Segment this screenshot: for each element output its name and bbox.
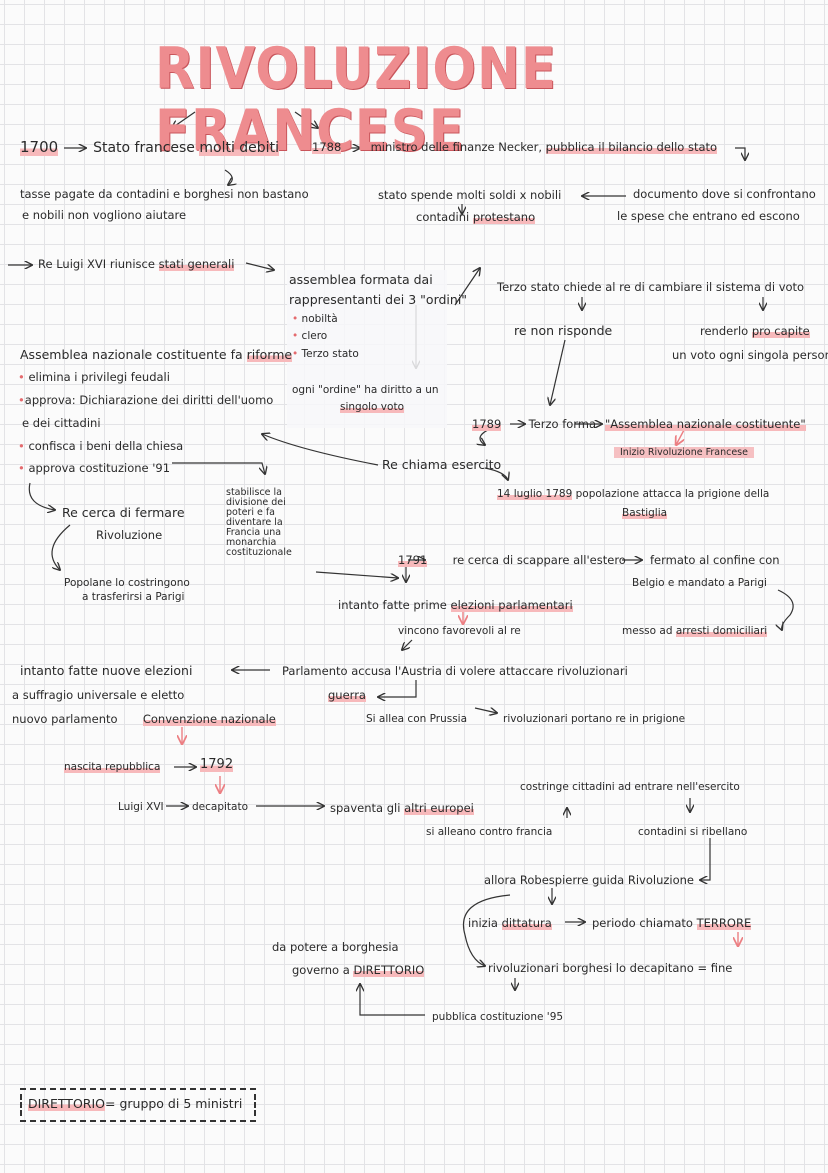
debiti-text: Stato francese <box>93 140 195 156</box>
stabilisce-7: costituzionale <box>226 547 292 558</box>
tasse-line2: e nobili non vogliono aiutare <box>22 208 187 222</box>
terzo-forma-line: 1789 Terzo forma <box>472 417 597 431</box>
renderlo-line: renderlo pro capite <box>700 324 810 338</box>
stabilisce-1: stabilisce la <box>226 487 282 498</box>
luigi-text: Re Luigi XVI riunisce <box>38 257 155 271</box>
riforma-1: • elimina i privilegi feudali <box>18 370 170 384</box>
elezioni-line: intanto fatte prime elezioni parlamentar… <box>338 598 573 612</box>
protestano-highlight: protestano <box>472 210 536 224</box>
contadini-ribellano: contadini si ribellano <box>638 826 748 838</box>
riforma-2: •approva: Dichiarazione dei diritti dell… <box>18 393 274 407</box>
fermare-line2: Rivoluzione <box>96 528 163 542</box>
fermato-line2: Belgio e mandato a Parigi <box>632 577 767 589</box>
prigione-text: rivoluzionari portano re in prigione <box>503 713 686 725</box>
arresti-highlight: arresti domiciliari <box>675 625 768 637</box>
documento-line1: documento dove si confrontano <box>633 187 816 201</box>
elezioni-highlight: elezioni parlamentari <box>450 598 573 612</box>
dittatura-highlight: dittatura <box>501 916 552 930</box>
tasse-line1: tasse pagate da contadini e borghesi non… <box>20 187 309 201</box>
year-1788-line: 1788 ministro delle finanze Necker, pubb… <box>312 140 718 154</box>
popolane-line2: a trasferirsi a Parigi <box>82 591 185 603</box>
nuove-line3: nuovo parlamento Convenzione nazionale <box>12 712 276 726</box>
year-1789: 1789 <box>472 417 502 431</box>
assemblea-line1: assemblea formata dai <box>289 272 433 287</box>
altri-europei-highlight: altri europei <box>404 801 474 815</box>
ordine-terzo: • Terzo stato <box>292 348 359 360</box>
assemblea-nazionale-name: "Assemblea nazionale costituente" <box>605 417 806 431</box>
un-voto-text: un voto ogni singola persona <box>672 348 828 362</box>
potere-borghesia: da potere a borghesia <box>272 940 399 954</box>
decapitano-text: rivoluzionari borghesi lo decapitano = f… <box>488 961 733 975</box>
decapitato-text: decapitato <box>192 801 249 813</box>
stabilisce-6: monarchia <box>226 537 277 548</box>
bastiglia-line1: 14 luglio 1789 popolazione attacca la pr… <box>497 488 770 500</box>
costringe-text: costringe cittadini ad entrare nell'eser… <box>520 781 740 793</box>
year-1791: 1791 <box>398 553 428 567</box>
inizio-rivoluzione-tag: Inizio Rivoluzione Francese <box>614 447 754 458</box>
legend-text: DIRETTORIO= gruppo di 5 ministri <box>28 1096 243 1111</box>
dittatura-line: inizia dittatura <box>468 916 552 930</box>
convenzione-highlight: Convenzione nazionale <box>142 712 276 726</box>
pro-capite-highlight: pro capite <box>751 324 810 338</box>
fermato-line1: fermato al confine con <box>650 553 780 567</box>
vincono-text: vincono favorevoli al re <box>398 625 521 637</box>
popolane-line1: Popolane lo costringono <box>64 577 190 589</box>
nuove-line1: intanto fatte nuove elezioni <box>20 663 193 678</box>
stati-generali-highlight: stati generali <box>158 257 235 271</box>
documento-line2: le spese che entrano ed escono <box>617 209 800 223</box>
periodo-line: periodo chiamato TERRORE <box>592 916 752 930</box>
bastiglia-line2: Bastiglia <box>622 507 668 519</box>
stabilisce-2: divisione dei <box>226 497 286 508</box>
contadini-line: contadini protestano <box>416 210 536 224</box>
stabilisce-5: Francia una <box>226 527 282 538</box>
luigi-line: Re Luigi XVI riunisce stati generali <box>38 257 235 271</box>
prussia-text: Si allea con Prussia <box>366 713 468 725</box>
nascita-repubblica: nascita repubblica <box>64 761 161 773</box>
costituzione-95: pubblica costituzione '95 <box>432 1011 564 1023</box>
necker-highlight: pubblica il bilancio dello stato <box>545 140 718 154</box>
assemblea-riforme-line: Assemblea nazionale costituente fa rifor… <box>20 347 293 362</box>
necker-text: ministro delle finanze Necker, <box>370 140 542 154</box>
fermare-line1: Re cerca di fermare <box>62 505 185 520</box>
re-non-risponde: re non risponde <box>514 323 613 338</box>
contadini-text: contadini <box>416 210 470 224</box>
assemblea-line2: rappresentanti dei 3 "ordini" <box>289 292 468 307</box>
nuove-line2: a suffragio universale e eletto <box>12 688 185 702</box>
year-1700: 1700 <box>20 138 59 156</box>
legend-direttorio: DIRETTORIO <box>28 1096 105 1111</box>
year-1792: 1792 <box>200 757 234 772</box>
ordine-voto-line2: singolo voto <box>340 401 404 413</box>
riforme-highlight: riforme <box>246 347 293 362</box>
date-14-luglio: 14 luglio 1789 <box>497 488 573 500</box>
robespierre-text: allora Robespierre guida Rivoluzione <box>484 873 695 887</box>
riforma-2b: e dei cittadini <box>22 416 101 430</box>
guerra-text: guerra <box>328 688 366 702</box>
ordine-voto-line1: ogni "ordine" ha diritto a un <box>292 384 439 396</box>
year-1788: 1788 <box>312 140 342 154</box>
riforma-4: • approva costituzione '91 <box>18 461 171 475</box>
re-chiama-esercito: Re chiama esercito <box>382 457 502 472</box>
governo-line: governo a DIRETTORIO <box>292 963 425 977</box>
terrore-highlight: TERRORE <box>696 916 752 930</box>
spende-text: stato spende molti soldi x nobili <box>378 188 562 202</box>
ordine-clero: • clero <box>292 330 328 342</box>
accusa-austria: Parlamento accusa l'Austria di volere at… <box>282 664 628 678</box>
direttorio-highlight: DIRETTORIO <box>353 963 425 977</box>
scappare-line: 1791 re cerca di scappare all'estero <box>398 553 626 567</box>
terzo-chiede: Terzo stato chiede al re di cambiare il … <box>497 280 805 294</box>
ordine-nobilta: • nobiltà <box>292 313 338 325</box>
alleano-text: si alleano contro francia <box>426 826 553 838</box>
spaventa-line: spaventa gli altri europei <box>330 801 474 815</box>
debiti-highlight: molti debiti <box>199 140 279 156</box>
stabilisce-4: diventare la <box>226 517 283 528</box>
luigi-decapitato-subject: Luigi XVI <box>118 801 164 813</box>
year-1700-line: 1700 Stato francese molti debiti <box>20 138 279 156</box>
stabilisce-3: poteri e fa <box>226 507 276 518</box>
messo-line: messo ad arresti domiciliari <box>622 625 768 637</box>
riforma-3: • confisca i beni della chiesa <box>18 439 184 453</box>
legend-box <box>20 1088 256 1122</box>
